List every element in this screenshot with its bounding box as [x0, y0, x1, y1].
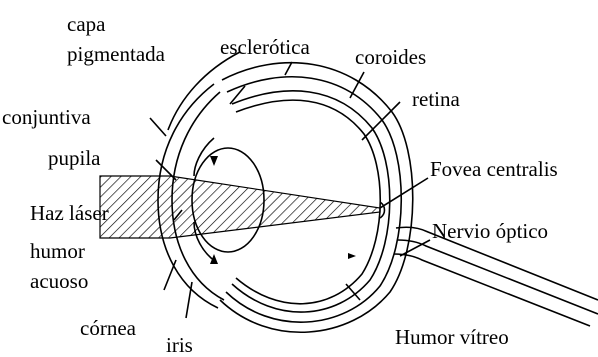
- label-iris: iris: [166, 334, 193, 357]
- laser-beam: [100, 176, 380, 238]
- label-conjuntiva: conjuntiva: [2, 106, 91, 129]
- label-nervio: Nervio óptico: [432, 220, 548, 243]
- label-haz-laser: Haz láser: [30, 202, 109, 225]
- optic-nerve-lower: [394, 254, 590, 326]
- label-esclerotica: esclerótica: [220, 36, 310, 59]
- label-humor: humor: [30, 240, 85, 263]
- label-pigmentada: pigmentada: [67, 43, 165, 66]
- label-cornea: córnea: [80, 317, 136, 340]
- label-capa: capa: [67, 13, 105, 36]
- label-coroides: coroides: [355, 46, 426, 69]
- label-fovea: Fovea centralis: [430, 158, 558, 181]
- label-humor-vitreo: Humor vítreo: [395, 326, 509, 349]
- label-retina: retina: [412, 88, 460, 111]
- label-pupila: pupila: [48, 147, 101, 170]
- optic-nerve-mid: [398, 240, 598, 314]
- label-acuoso: acuoso: [30, 270, 88, 293]
